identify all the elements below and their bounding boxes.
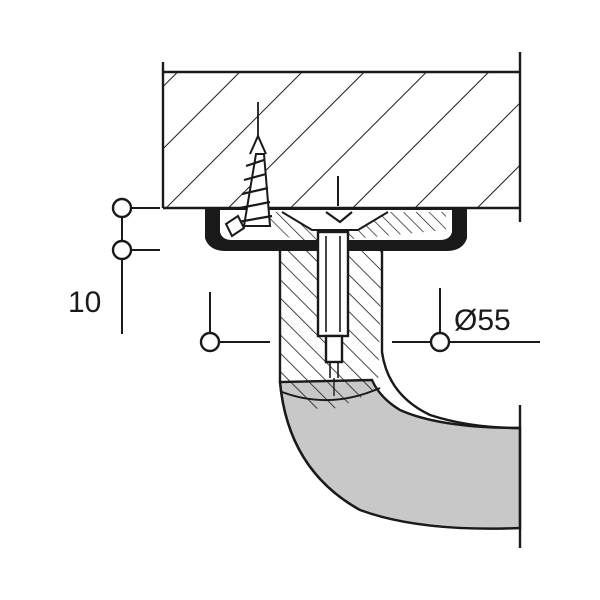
center-screw bbox=[316, 176, 353, 396]
dimension-diameter: Ø55 bbox=[199, 288, 540, 353]
height-dimension-label: 10 bbox=[68, 286, 101, 319]
rosette bbox=[205, 207, 467, 251]
dimension-height: 10 bbox=[68, 197, 160, 334]
dimension-terminator-right bbox=[429, 331, 451, 353]
door-panel-section bbox=[161, 52, 522, 222]
diameter-dimension-label: Ø55 bbox=[454, 304, 511, 337]
dimension-terminator-bottom bbox=[111, 239, 133, 261]
dimension-terminator-left bbox=[199, 331, 221, 353]
wood-screw bbox=[224, 102, 273, 238]
dimension-terminator-top bbox=[111, 197, 133, 219]
